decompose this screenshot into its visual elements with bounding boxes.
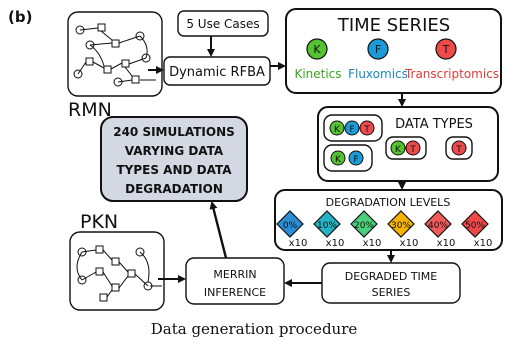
svg-text:K: K [335, 155, 342, 165]
degradation-level-1-multiplier: x10 [326, 238, 345, 249]
pkn-network-sketch [69, 231, 165, 311]
degradation-level-0-label: 0% [283, 221, 298, 231]
transcriptomics-label: Transcriptomics [404, 67, 499, 81]
simulations-line-3: TYPES AND DATA [116, 163, 232, 177]
degradation-level-4-diamond [424, 210, 452, 238]
svg-text:T: T [409, 145, 416, 155]
degradation-level-5-diamond [461, 210, 489, 238]
degradation-level-3-multiplier: x10 [400, 238, 419, 249]
svg-text:T: T [442, 43, 450, 56]
svg-text:K: K [395, 145, 402, 155]
degradation-level-1-diamond [313, 210, 341, 238]
time-series-box [285, 8, 502, 94]
degradation-level-2-diamond [350, 210, 378, 238]
panel-label: (b) [8, 8, 32, 26]
rmn-network-sketch [67, 11, 163, 97]
merrin-line-1: MERRIN [213, 268, 256, 281]
degradation-level-2-label: 20% [354, 221, 374, 231]
time-series-title: TIME SERIES [337, 15, 450, 36]
degradation-box [274, 189, 503, 251]
degradation-title: DEGRADATION LEVELS [326, 196, 451, 209]
rmn-label: RMN [68, 99, 112, 121]
svg-text:T: T [363, 125, 370, 135]
simulations-line-2: VARYING DATA [125, 144, 224, 158]
dynamic-rfba-label: Dynamic RFBA [169, 65, 265, 80]
merrin-line-2: INFERENCE [204, 286, 266, 299]
svg-text:F: F [353, 155, 358, 165]
fluxomics-label: Fluxomics [348, 67, 408, 81]
dynamic-rfba-box [163, 56, 271, 86]
caption: Data generation procedure [151, 320, 358, 338]
simulations-line-4: DEGRADATION [125, 182, 223, 196]
simulations-box [100, 116, 248, 202]
degradation-level-1-label: 10% [317, 221, 337, 231]
transcriptomics-icon [435, 38, 457, 60]
pkn-label: PKN [80, 211, 118, 233]
degradation-level-3-label: 30% [391, 221, 411, 231]
degradation-levels: 0% x10 10% x10 20% x10 30% x10 40% x10 50% x10 [276, 210, 493, 249]
kinetics-label: Kinetics [294, 67, 341, 81]
degradation-level-2-multiplier: x10 [363, 238, 382, 249]
use-cases-box [177, 10, 269, 37]
degradation-level-5-label: 50% [465, 221, 485, 231]
degradation-level-4-multiplier: x10 [437, 238, 456, 249]
degradation-level-0-diamond [276, 210, 304, 238]
kinetics-icon [306, 38, 328, 60]
svg-text:K: K [334, 125, 341, 135]
use-cases-label: 5 Use Cases [186, 17, 259, 31]
degradation-level-3-diamond [387, 210, 415, 238]
svg-text:F: F [375, 43, 381, 56]
simulations-line-1: 240 SIMULATIONS [113, 125, 235, 139]
data-types-title: DATA TYPES [395, 117, 473, 132]
svg-text:T: T [455, 145, 462, 155]
degraded-line-2: SERIES [372, 286, 411, 299]
degradation-level-0-multiplier: x10 [289, 238, 308, 249]
degraded-line-1: DEGRADED TIME [345, 270, 438, 283]
degradation-level-4-label: 40% [428, 221, 448, 231]
svg-text:F: F [349, 125, 354, 135]
fluxomics-icon [367, 38, 389, 60]
degradation-level-5-multiplier: x10 [474, 238, 493, 249]
svg-text:K: K [313, 43, 321, 56]
